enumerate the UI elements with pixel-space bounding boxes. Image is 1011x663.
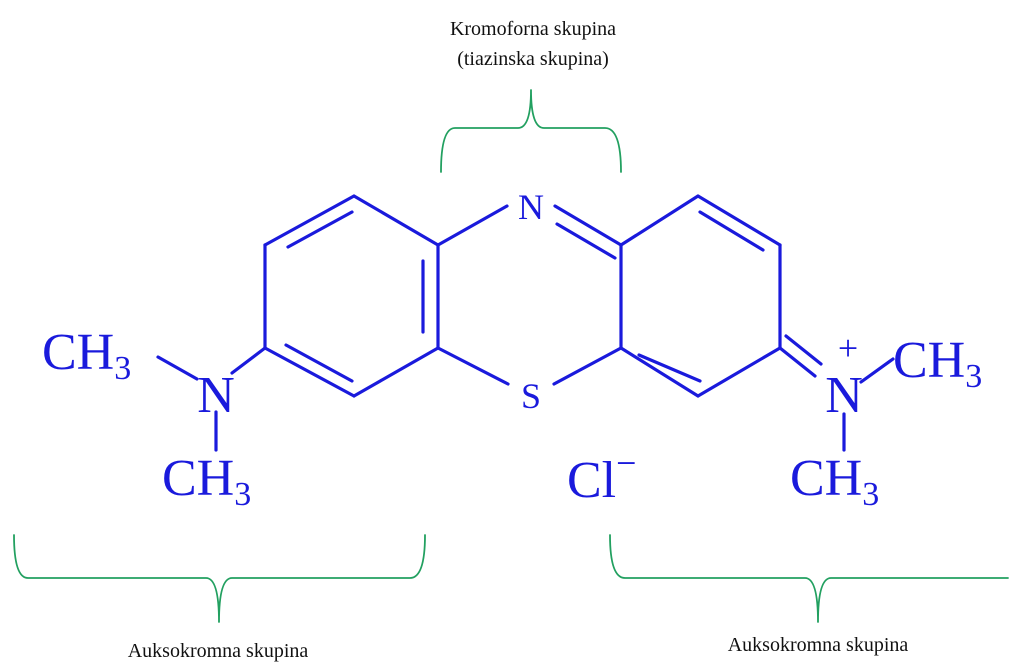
methyl-prefix: CH bbox=[790, 450, 862, 507]
methyl-prefix: CH bbox=[893, 332, 965, 389]
thiazine-ring bbox=[436, 204, 623, 386]
left-lower-methyl-group: CH3 bbox=[162, 450, 251, 513]
ring-sulfur-atom: S bbox=[521, 376, 541, 416]
methyl-subscript: 3 bbox=[862, 476, 879, 513]
right-iminium-nitrogen-atom: N bbox=[825, 367, 863, 424]
methyl-subscript: 3 bbox=[234, 476, 251, 513]
methyl-prefix: CH bbox=[42, 324, 114, 381]
methyl-subscript: 3 bbox=[114, 350, 131, 387]
right-upper-methyl-group: CH3 bbox=[893, 332, 982, 395]
auxochrome-right-label: Auksokromna skupina bbox=[728, 634, 909, 656]
methyl-prefix: CH bbox=[162, 450, 234, 507]
auxochrome-left-label: Auksokromna skupina bbox=[128, 640, 309, 662]
left-upper-methyl-group: CH3 bbox=[42, 324, 131, 387]
chromophore-label-line1: Kromoforna skupina bbox=[450, 18, 616, 40]
ring-nitrogen-atom: N bbox=[518, 187, 544, 227]
left-amine-nitrogen-atom: N bbox=[197, 367, 235, 424]
chloride-charge: − bbox=[616, 443, 636, 483]
chromophore-brace bbox=[440, 89, 622, 173]
substituent-bonds bbox=[156, 334, 895, 452]
auxochrome-left-brace bbox=[13, 534, 426, 623]
left-benzene-ring bbox=[263, 194, 440, 398]
right-lower-methyl-group: CH3 bbox=[790, 450, 879, 513]
auxochrome-right-brace bbox=[609, 534, 1009, 623]
positive-charge-sign: + bbox=[838, 328, 858, 368]
chloride-symbol: Cl bbox=[567, 452, 616, 509]
methyl-subscript: 3 bbox=[965, 358, 982, 395]
chloride-counter-ion: Cl− bbox=[567, 443, 636, 509]
right-quinoid-ring bbox=[619, 194, 782, 398]
chromophore-label-line2: (tiazinska skupina) bbox=[457, 48, 609, 70]
